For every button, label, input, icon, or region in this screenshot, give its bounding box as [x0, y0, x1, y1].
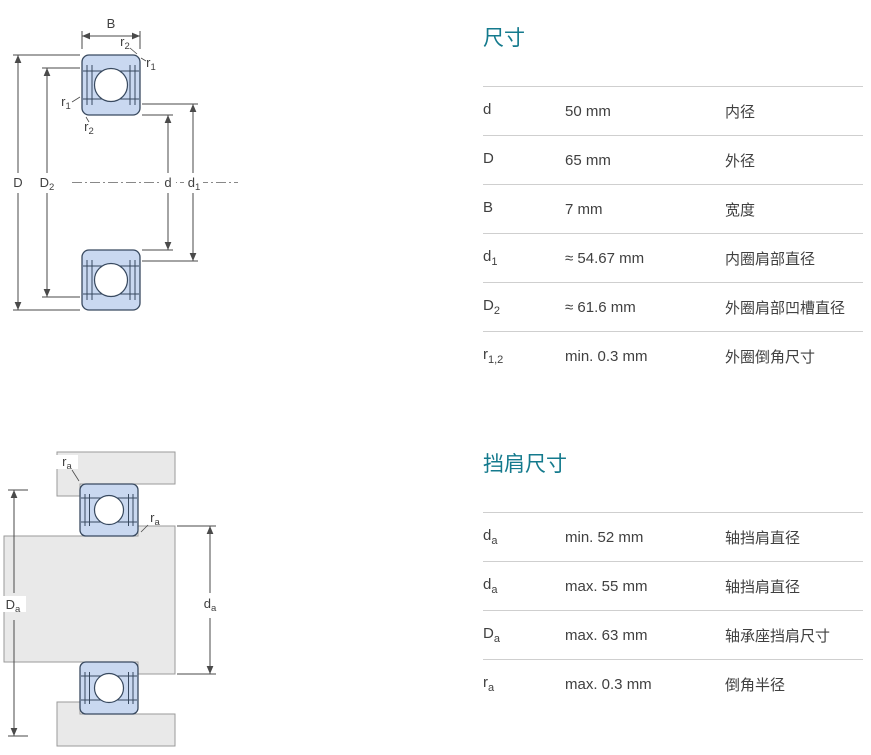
label-backing: [2, 596, 26, 612]
spec-value: min. 0.3 mm: [565, 347, 648, 365]
leader-r2-outer: [129, 47, 138, 55]
label-da: da: [204, 596, 217, 614]
spec-symbol: da: [483, 576, 498, 596]
label-ra-shaft: ra: [150, 510, 160, 528]
dimension-Da: [8, 489, 28, 737]
spec-symbol: da: [483, 527, 498, 547]
dimension-B: [81, 31, 141, 49]
spec-description: 轴承座挡肩尺寸: [725, 627, 831, 645]
dimension-d1: [142, 103, 198, 262]
label-B: B: [107, 16, 116, 31]
spec-value: min. 52 mm: [565, 528, 644, 546]
dimension-D2: [42, 67, 80, 298]
spec-symbol: D2: [483, 297, 500, 317]
spec-row-da-min: da min. 52 mm 轴挡肩直径: [483, 512, 863, 561]
bearing-section-lower: [79, 661, 139, 715]
dimension-D: [13, 54, 80, 311]
spec-row-Da: Da max. 63 mm 轴承座挡肩尺寸: [483, 610, 863, 659]
label-Da: Da: [6, 597, 21, 615]
spec-value: 65 mm: [565, 151, 611, 169]
label-D: D: [13, 175, 22, 190]
label-d: d: [164, 175, 171, 190]
label-backing: [184, 176, 203, 189]
bearing-cross-section-drawing: B r2 r1 r1 r2 D D2: [13, 16, 238, 311]
spec-value: max. 0.3 mm: [565, 675, 652, 693]
dimension-da: [177, 525, 216, 675]
bearing-section-upper: [81, 54, 141, 116]
spec-row-d1: d1 ≈ 54.67 mm 内圈肩部直径: [483, 233, 863, 282]
label-d1: d1: [188, 175, 201, 193]
spec-value: ≈ 54.67 mm: [565, 249, 645, 267]
label-backing: [160, 176, 176, 189]
label-r2-outer: r2: [120, 34, 130, 52]
spec-row-D: D 65 mm 外径: [483, 135, 863, 184]
dimensions-section: 尺寸 d 50 mm 内径 D 65 mm 外径 B 7 mm 宽度: [483, 10, 863, 380]
spec-row-B: B 7 mm 宽度: [483, 184, 863, 233]
spec-description: 宽度: [725, 201, 756, 219]
shaft-section: [3, 525, 176, 675]
leader-r2-inner: [85, 116, 90, 123]
spec-row-D2: D2 ≈ 61.6 mm 外圈肩部凹槽直径: [483, 282, 863, 331]
leader-r1-outer: [140, 57, 147, 62]
spec-symbol: ra: [483, 674, 495, 694]
spec-description: 外径: [725, 152, 756, 170]
spec-description: 轴挡肩直径: [725, 529, 801, 547]
spec-description: 内圈肩部直径: [725, 250, 816, 268]
spec-description: 倒角半径: [725, 676, 786, 694]
label-D2: D2: [40, 175, 55, 193]
spec-value: 7 mm: [565, 200, 603, 218]
spec-row-ra: ra max. 0.3 mm 倒角半径: [483, 659, 863, 708]
spec-row-d: d 50 mm 内径: [483, 86, 863, 135]
housing-section-upper: [56, 451, 176, 497]
spec-description: 内径: [725, 103, 756, 121]
housing-section-lower: [56, 701, 176, 747]
dimensions-rows: d 50 mm 内径 D 65 mm 外径 B 7 mm 宽度 d1 ≈ 54.…: [483, 86, 863, 380]
spec-value: max. 55 mm: [565, 577, 648, 595]
leader-ra-shaft: [140, 524, 149, 533]
spec-symbol: r1,2: [483, 346, 504, 366]
leader-r1-inner: [71, 96, 81, 103]
abutment-dimensions-drawing: ra ra Da da: [2, 451, 217, 747]
spec-description: 轴挡肩直径: [725, 578, 801, 596]
label-ra-housing: ra: [62, 454, 72, 472]
spec-symbol: d1: [483, 248, 498, 268]
dimension-d: [142, 114, 173, 251]
spec-symbol: D: [483, 150, 494, 167]
bearing-section-upper: [79, 483, 139, 537]
spec-value: ≈ 61.6 mm: [565, 298, 636, 316]
spec-symbol: Da: [483, 625, 500, 645]
spec-description: 外圈肩部凹槽直径: [725, 299, 846, 317]
label-r1-inner: r1: [61, 94, 71, 112]
spec-tables: 尺寸 d 50 mm 内径 D 65 mm 外径 B 7 mm 宽度: [483, 10, 863, 708]
spec-symbol: B: [483, 199, 494, 216]
abutment-section: 挡肩尺寸 da min. 52 mm 轴挡肩直径 da max. 55 mm 轴…: [483, 436, 863, 708]
spec-value: 50 mm: [565, 102, 611, 120]
abutment-rows: da min. 52 mm 轴挡肩直径 da max. 55 mm 轴挡肩直径 …: [483, 512, 863, 708]
label-r1-outer: r1: [146, 55, 156, 73]
label-backing: [56, 455, 78, 469]
spec-symbol: d: [483, 101, 492, 118]
abutment-title: 挡肩尺寸: [483, 453, 567, 476]
spec-row-da-max: da max. 55 mm 轴挡肩直径: [483, 561, 863, 610]
dimensions-title: 尺寸: [483, 27, 525, 50]
spec-description: 外圈倒角尺寸: [725, 348, 816, 366]
label-r2-inner: r2: [84, 119, 94, 137]
spec-row-r12: r1,2 min. 0.3 mm 外圈倒角尺寸: [483, 331, 863, 380]
leader-ra-housing: [71, 469, 80, 482]
spec-value: max. 63 mm: [565, 626, 648, 644]
bearing-section-lower: [81, 249, 141, 311]
